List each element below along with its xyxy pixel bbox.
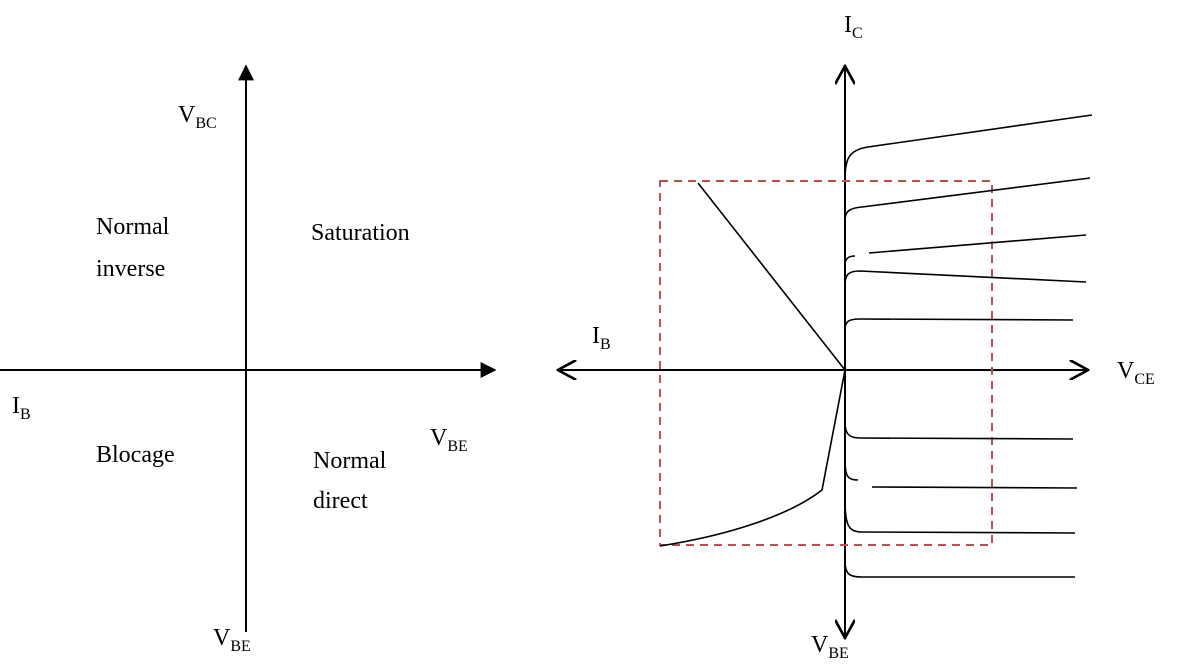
region-normal-inverse-line1: Normal [96,214,170,240]
left-label-vbc: VBC [178,102,217,132]
output-curve-3 [844,234,1087,266]
dashed-selection-box [659,180,993,546]
right-label-ic: IC [844,12,863,42]
output-curve-1 [844,114,1093,181]
right-characteristics-diagram: IC IB VCE VBE [558,12,1155,662]
left-label-ib: IB [12,393,31,423]
output-curve-5 [844,318,1074,331]
lower-curve-2 [844,459,1078,489]
right-label-vbe: VBE [811,632,849,662]
left-quadrant-diagram: VBC IB VBE VBE Normal inverse Saturation… [0,64,497,655]
lower-curve-1 [844,421,1074,440]
left-label-vbe-bottom: VBE [213,625,251,655]
lower-curve-4 [844,559,1075,578]
right-label-ib: IB [592,323,611,353]
region-saturation: Saturation [311,220,410,246]
input-characteristic-line [697,182,846,371]
output-curve-4 [844,270,1087,286]
lower-curve-3 [844,499,1076,534]
region-normal-direct-line2: direct [313,488,368,514]
region-normal-direct-line1: Normal [313,448,387,474]
output-curve-2 [844,177,1091,221]
right-label-vce: VCE [1117,358,1155,388]
region-normal-inverse-line2: inverse [96,256,165,282]
left-label-vbe-right: VBE [430,425,468,455]
region-blocage: Blocage [96,442,175,468]
input-curve-vbe [659,369,846,547]
